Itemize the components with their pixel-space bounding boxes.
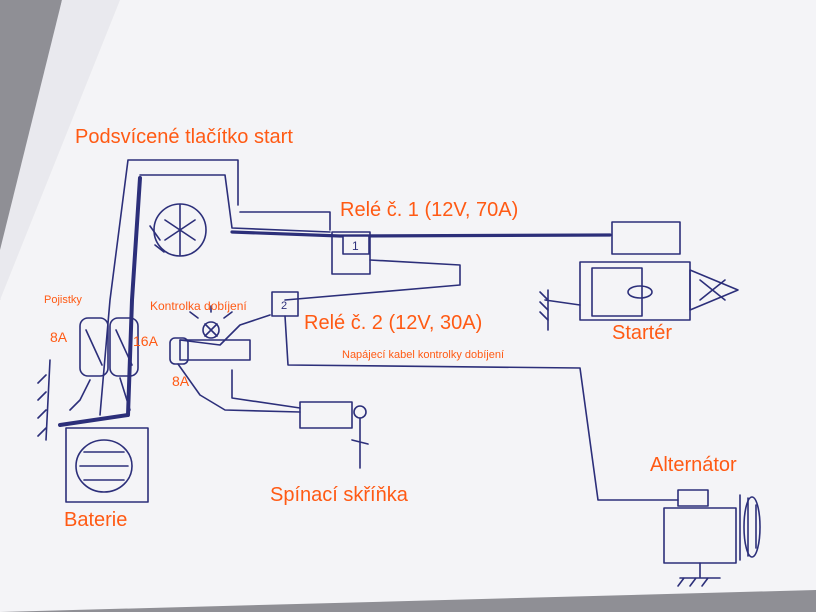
relay2-mark: 2 (281, 300, 287, 312)
relay1-mark: 1 (352, 239, 359, 253)
ignition-switch-label: Spínací skříňka (270, 484, 408, 506)
charge-lamp-cable-label: Napájecí kabel kontrolky dobíjení (342, 349, 505, 361)
battery-label: Baterie (64, 509, 128, 531)
fuse-8a-bottom-label: 8A (172, 373, 190, 389)
main-cable (58, 176, 142, 427)
relay2-label: Relé č. 2 (12V, 30A) (304, 312, 483, 334)
alternator-symbol (663, 489, 761, 587)
fuse-symbols (79, 317, 189, 377)
relay1-symbol (331, 231, 371, 275)
relay1-label: Relé č. 1 (12V, 70A) (340, 199, 519, 221)
starter-label: Startér (612, 322, 673, 344)
fuse-16a-label: 16A (133, 333, 158, 349)
starter-symbol (539, 221, 739, 331)
start-button-label: Podsvícené tlačítko start (75, 126, 293, 148)
alternator-label: Alternátor (650, 454, 737, 476)
fuses-label: Pojistky (44, 294, 82, 306)
charge-lamp-label: Kontrolka dobíjení (150, 299, 247, 313)
ignition-switch-symbol (299, 401, 369, 469)
charge-lamp-symbol (179, 305, 251, 361)
fuse-8a-left-label: 8A (50, 329, 68, 345)
battery-symbol (65, 427, 149, 503)
start-button-symbol (149, 203, 207, 257)
